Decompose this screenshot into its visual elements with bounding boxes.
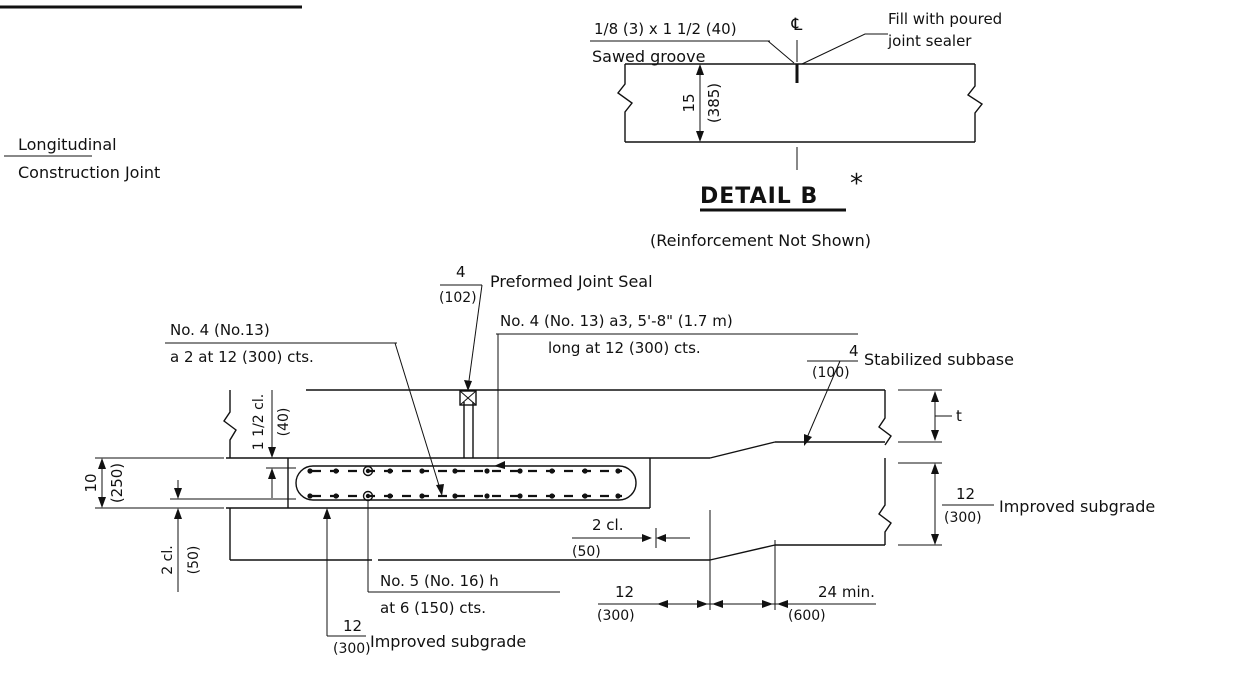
subgrade-right-label: Improved subgrade: [999, 497, 1155, 516]
subgrade-bottom-dim: 12: [343, 617, 362, 635]
subgrade-bottom-label: Improved subgrade: [370, 632, 526, 651]
subgrade-right-metric: (300): [944, 510, 982, 526]
subbase-label: Stabilized subbase: [864, 350, 1014, 369]
groove-leader: [767, 40, 795, 64]
t-label: t: [956, 407, 962, 425]
rebar-dots: [307, 468, 621, 499]
groove-size-label: 1/8 (3) x 1 1/2 (40): [594, 20, 737, 38]
taper-top: [709, 441, 776, 459]
taper-bottom: [709, 544, 776, 561]
taper-dim: 12: [615, 583, 634, 601]
clear-top: 1 1/2 cl.: [251, 394, 267, 450]
joint-section: 4 (102) Preformed Joint Seal No. 4 (No.1…: [82, 263, 1155, 657]
seal-label: Preformed Joint Seal: [490, 272, 653, 291]
depth-metric: (385): [705, 83, 723, 123]
thickness-metric: (250): [108, 463, 126, 503]
thickness: 10: [82, 473, 100, 492]
depth-arrow-top: [696, 64, 704, 75]
bar-a2-line2: a 2 at 12 (300) cts.: [170, 348, 314, 366]
detail-b-break-left: [616, 64, 634, 142]
groove-label: Sawed groove: [592, 47, 705, 66]
clear-bottom: 2 cl.: [160, 545, 176, 574]
right-break-lower: [878, 458, 892, 545]
bar-a2-line1: No. 4 (No.13): [170, 321, 270, 339]
subbase-dim-metric: (100): [812, 365, 850, 381]
clear-side: 2 cl.: [592, 516, 624, 534]
detail-b-title: DETAIL B: [700, 184, 818, 209]
hook-bar-outline: [295, 465, 637, 501]
subgrade-right-dim: 12: [956, 485, 975, 503]
joint-type-line1: Longitudinal: [18, 135, 117, 154]
right-break-upper: [878, 390, 892, 446]
subbase-leader: [805, 360, 841, 441]
a2-leader: [390, 342, 442, 493]
min-dim: 24 min.: [818, 583, 875, 601]
fill-leader: [801, 33, 888, 65]
detail-b-break-right: [966, 64, 984, 142]
bar-h-line1: No. 5 (No. 16) h: [380, 572, 499, 590]
seal-leader: [467, 284, 483, 389]
subbase-dim: 4: [849, 342, 859, 360]
fill-label-line1: Fill with poured: [888, 10, 1002, 28]
clear-bottom-metric: (50): [186, 546, 202, 575]
bar-a3-line2: long at 12 (300) cts.: [548, 339, 701, 357]
bar-a3-line1: No. 4 (No. 13) a3, 5'-8" (1.7 m): [500, 312, 733, 330]
left-break: [223, 390, 237, 458]
clear-top-metric: (40): [276, 408, 292, 437]
joint-type-label: Longitudinal Construction Joint: [4, 135, 160, 182]
min-dim-metric: (600): [788, 608, 826, 624]
joint-type-line2: Construction Joint: [18, 163, 160, 182]
depth-arrow-bottom: [696, 131, 704, 142]
seal-dim: 4: [456, 263, 466, 281]
subgrade-bottom-metric: (300): [333, 641, 371, 657]
detail-b: ℄ 1/8 (3) x 1 1/2 (40) Sawed groove Fill…: [590, 10, 1002, 250]
fill-label-line2: joint sealer: [887, 32, 972, 50]
bar-h-line2: at 6 (150) cts.: [380, 599, 486, 617]
depth-imperial: 15: [680, 93, 698, 112]
h-bar-top: [362, 465, 374, 477]
seal-dim-metric: (102): [439, 290, 477, 306]
clear-side-metric: (50): [572, 544, 601, 560]
sawed-groove: [795, 64, 799, 83]
detail-b-asterisk: *: [850, 169, 863, 199]
taper-dim-metric: (300): [597, 608, 635, 624]
centerline-symbol: ℄: [791, 15, 803, 35]
detail-b-subtitle: (Reinforcement Not Shown): [650, 231, 871, 250]
